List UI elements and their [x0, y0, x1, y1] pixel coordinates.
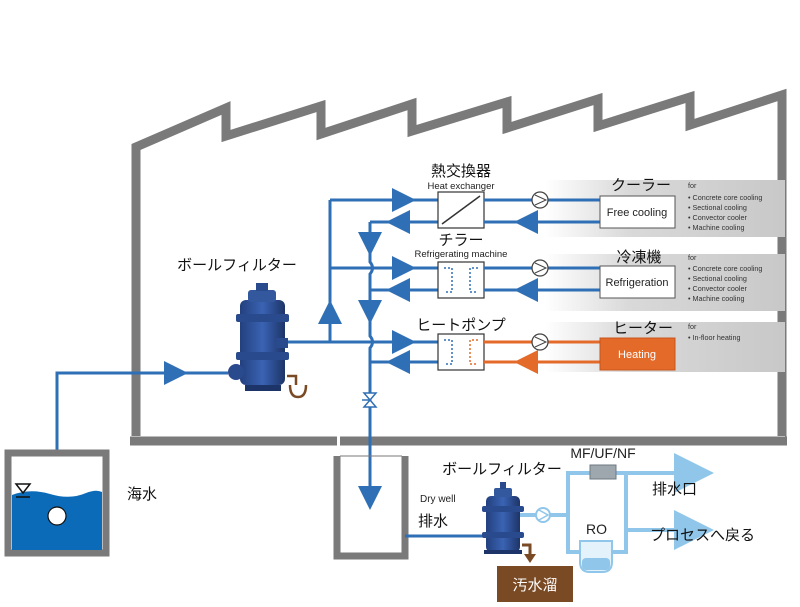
cooler-jp: クーラー [611, 176, 671, 194]
svg-text:• Convector cooler: • Convector cooler [688, 284, 747, 293]
svg-text:• Sectional cooling: • Sectional cooling [688, 274, 747, 283]
free-cooling-box [599, 195, 676, 229]
svg-text:for: for [688, 322, 697, 331]
seawater-label: 海水 [127, 485, 157, 503]
chiller-icon [437, 261, 485, 299]
heat-exchanger-icon [437, 191, 485, 229]
sewage-drain-arrow [522, 543, 532, 557]
ball-filter-top-label: ボールフィルター [177, 256, 297, 274]
ball-filter-icon [228, 283, 289, 391]
ro-label: RO [586, 521, 607, 537]
heating-label: Heating [618, 349, 656, 361]
water-level-icon [14, 483, 32, 495]
svg-text:• In-floor heating: • In-floor heating [688, 333, 740, 342]
pump-icon [531, 333, 549, 351]
cooling-uses: for • Concrete core cooling • Sectional … [688, 181, 762, 232]
membrane-label: MF/UF/NF [570, 445, 635, 461]
dry-well [333, 456, 409, 560]
light-pump-icon [535, 507, 551, 523]
freezer-jp: 冷凍機 [616, 248, 661, 266]
heating-box [599, 337, 676, 371]
filter-drain [287, 374, 308, 399]
refrig-uses: for • Concrete core cooling • Sectional … [688, 253, 762, 303]
factory-wall [131, 88, 787, 446]
svg-text:• Machine cooling: • Machine cooling [688, 294, 744, 303]
heat-exchanger-en: Heat exchanger [427, 181, 494, 192]
free-cooling-label: Free cooling [607, 207, 668, 219]
svg-text:• Sectional cooling: • Sectional cooling [688, 203, 747, 212]
discharge-label: 排水 [418, 512, 448, 530]
svg-text:for: for [688, 253, 697, 262]
pump-icon [531, 191, 549, 209]
membrane-unit [589, 464, 617, 480]
chiller-jp: チラー [438, 231, 483, 249]
svg-text:for: for [688, 181, 697, 190]
heater-jp: ヒーター [613, 319, 673, 337]
dry-well-label: Dry well [420, 494, 456, 505]
ball-filter-bottom-label: ボールフィルター [442, 460, 562, 478]
sewage-box [497, 566, 573, 602]
svg-text:• Machine cooling: • Machine cooling [688, 223, 744, 232]
heat-pump-jp: ヒートポンプ [416, 316, 506, 334]
svg-text:• Concrete core cooling: • Concrete core cooling [688, 264, 762, 273]
svg-text:• Concrete core cooling: • Concrete core cooling [688, 193, 762, 202]
sewage-label: 汚水溜 [512, 576, 557, 594]
valve-icon [362, 392, 378, 408]
heating-uses: for • In-floor heating [688, 322, 740, 342]
refrigeration-label: Refrigeration [606, 277, 669, 289]
return-process-label: プロセスへ戻る [650, 526, 755, 544]
refrigerating-en: Refrigerating machine [415, 249, 508, 260]
refrigeration-box [599, 265, 676, 299]
heat-pump-icon [437, 333, 485, 371]
drain-outlet-label: 排水口 [652, 480, 697, 498]
heat-exchanger-jp: 熱交換器 [431, 162, 491, 180]
intake-strainer-icon [47, 506, 67, 526]
pump-icon [531, 259, 549, 277]
svg-text:• Convector cooler: • Convector cooler [688, 213, 747, 222]
ball-filter-icon [482, 482, 524, 554]
